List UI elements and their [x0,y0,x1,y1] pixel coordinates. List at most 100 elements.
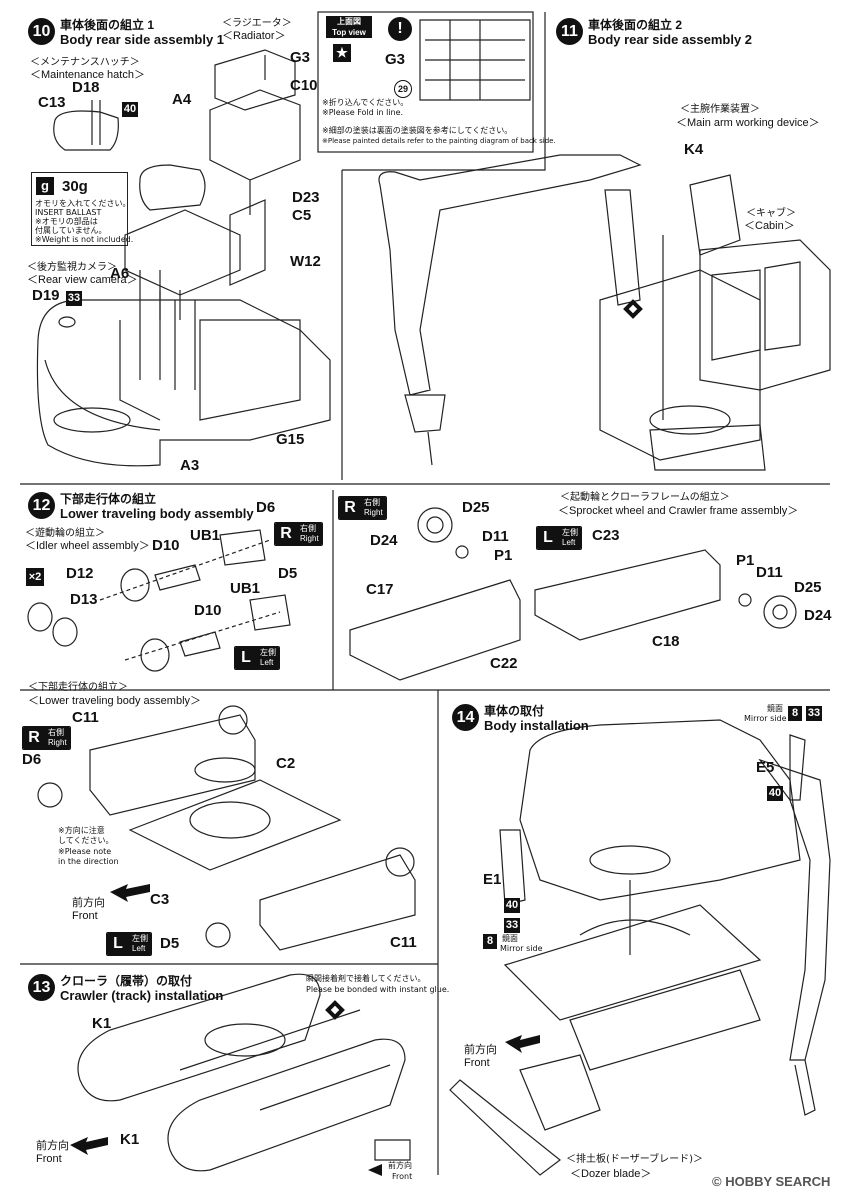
paint-code-8-e1: 8 [483,934,497,949]
right-side-en: Right [300,534,319,543]
ballast-line-2: INSERT BALLAST [35,208,102,217]
step-title-12-jp: 下部走行体の組立 [60,492,157,506]
dozer-label-en: ＜Dozer blade＞ [570,1168,652,1180]
glue-note-en: Please be bonded with instant glue. [306,985,450,994]
step-title-13-en: Crawler (track) installation [60,988,224,1004]
part-c5: C5 [292,207,312,224]
front-label-12-jp: 前方向 [72,897,105,909]
arm-label-en: ＜Main arm working device＞ [676,117,820,129]
paint-code-40-e1: 40 [504,898,520,913]
part-k1-top: K1 [92,1015,112,1032]
right-side-key-lower: R [23,727,45,749]
ballast-icon: g [36,177,54,195]
step-title-11-en: Body rear side assembly 2 [588,32,753,48]
left-side-jp-sprocket: 左側 [562,528,578,537]
part-d6-lower: D6 [22,751,42,768]
part-d18: D18 [72,79,100,96]
right-side-en-sprocket: Right [364,508,383,517]
hobby-search-watermark: © HOBBY SEARCH [712,1174,831,1189]
lower-label-en: ＜Lower traveling body assembly＞ [28,695,202,707]
part-d11-right: D11 [482,528,509,545]
part-w12: W12 [290,253,321,270]
left-side-key-sprocket: L [537,527,559,549]
ballast-line-5: ※Weight is not included. [35,235,134,244]
part-c3: C3 [150,891,170,908]
front-mini-jp: 前方向 [388,1161,412,1170]
step-number-14: 14 [452,704,479,731]
direction-note-1: ※方向に注意 [58,826,105,835]
part-ub1-right: UB1 [190,527,221,544]
ballast-line-3: ※オモリの部品は [35,217,98,226]
part-a6: A6 [110,265,130,282]
part-p1-right: P1 [494,547,513,564]
warning-icon: ! [388,17,412,41]
part-c11-bottom: C11 [390,934,417,951]
left-side-en-sprocket: Left [562,538,576,547]
part-k1-bottom: K1 [120,1131,140,1148]
camera-label-en: ＜Rear view camera＞ [27,274,138,286]
ballast-line-4: 付属していません。 [35,226,107,235]
left-side-jp-lower: 左側 [132,934,148,943]
front-label-13-en: Front [36,1153,62,1165]
step-title-14: 車体の取付 Body installation [484,704,589,734]
direction-note-4: in the direction [58,857,119,866]
right-side-jp: 右側 [300,524,316,533]
hatch-label-jp: ＜メンテナンスハッチ＞ [30,57,140,68]
part-c17: C17 [366,581,394,598]
topview-note-1: ※折り込んでください。 [322,98,409,107]
paint-code-40-s14: 40 [767,786,783,801]
right-side-key-sprocket: R [339,497,361,519]
paint-code-33-e1: 33 [504,918,520,933]
glue-note-jp: 瞬間接着剤で接着してください。 [306,974,426,983]
paint-code-33: 33 [66,291,82,306]
part-c18: C18 [652,633,680,650]
part-d5-lower: D5 [160,935,180,952]
part-d24-right: D24 [370,532,398,549]
part-c2: C2 [276,755,296,772]
front-mini-en: Front [392,1172,413,1181]
step-title-12-en: Lower traveling body assembly [60,506,254,522]
step-title-14-jp: 車体の取付 [484,704,545,718]
hatch-label-en: ＜Maintenance hatch＞ [30,69,145,81]
radiator-label-jp: ＜ラジエータ＞ [222,18,292,29]
arm-label-jp: ＜主腕作業装置＞ [680,104,760,115]
mirror-label-top-en: Mirror side [744,714,787,723]
direction-note-3: ※Please note [58,847,112,856]
topview-note-3: ※細部の塗装は裏面の塗装図を参考にしてください。 [322,126,513,135]
part-g15: G15 [276,431,305,448]
paint-code-40: 40 [122,102,138,117]
part-d24-left: D24 [804,607,832,624]
part-d13: D13 [70,591,98,608]
radiator-label-en: ＜Radiator＞ [222,30,286,42]
ballast-line-1: オモリを入れてください。 [35,199,131,208]
step-title-13-jp: クローラ（履帯）の取付 [60,974,193,988]
left-side-jp: 左側 [260,648,276,657]
part-d5-top: D5 [278,565,298,582]
part-a3: A3 [180,457,200,474]
part-d23: D23 [292,189,320,206]
cabin-label-jp: ＜キャブ＞ [746,208,796,219]
part-d6-right: D6 [256,499,276,516]
mirror-label-bottom-en: Mirror side [500,944,543,953]
cabin-label-en: ＜Cabin＞ [744,220,795,232]
lower-label-jp: ＜下部走行体の組立＞ [28,682,128,693]
part-g3: G3 [290,49,311,66]
topview-part-g3: G3 [385,51,406,68]
paint-code-29: 29 [394,80,412,98]
right-side-jp-lower: 右側 [48,728,64,737]
ballast-note-box: g 30g オモリを入れてください。 INSERT BALLAST ※オモリの部… [31,172,133,246]
step-number-12: 12 [28,492,55,519]
star-icon: ★ [333,44,351,62]
step-title-14-en: Body installation [484,718,589,734]
step-title-10-en: Body rear side assembly 1 [60,32,225,48]
quantity-x2: ×2 [26,568,44,586]
camera-label-jp: ＜後方監視カメラ＞ [27,262,117,273]
